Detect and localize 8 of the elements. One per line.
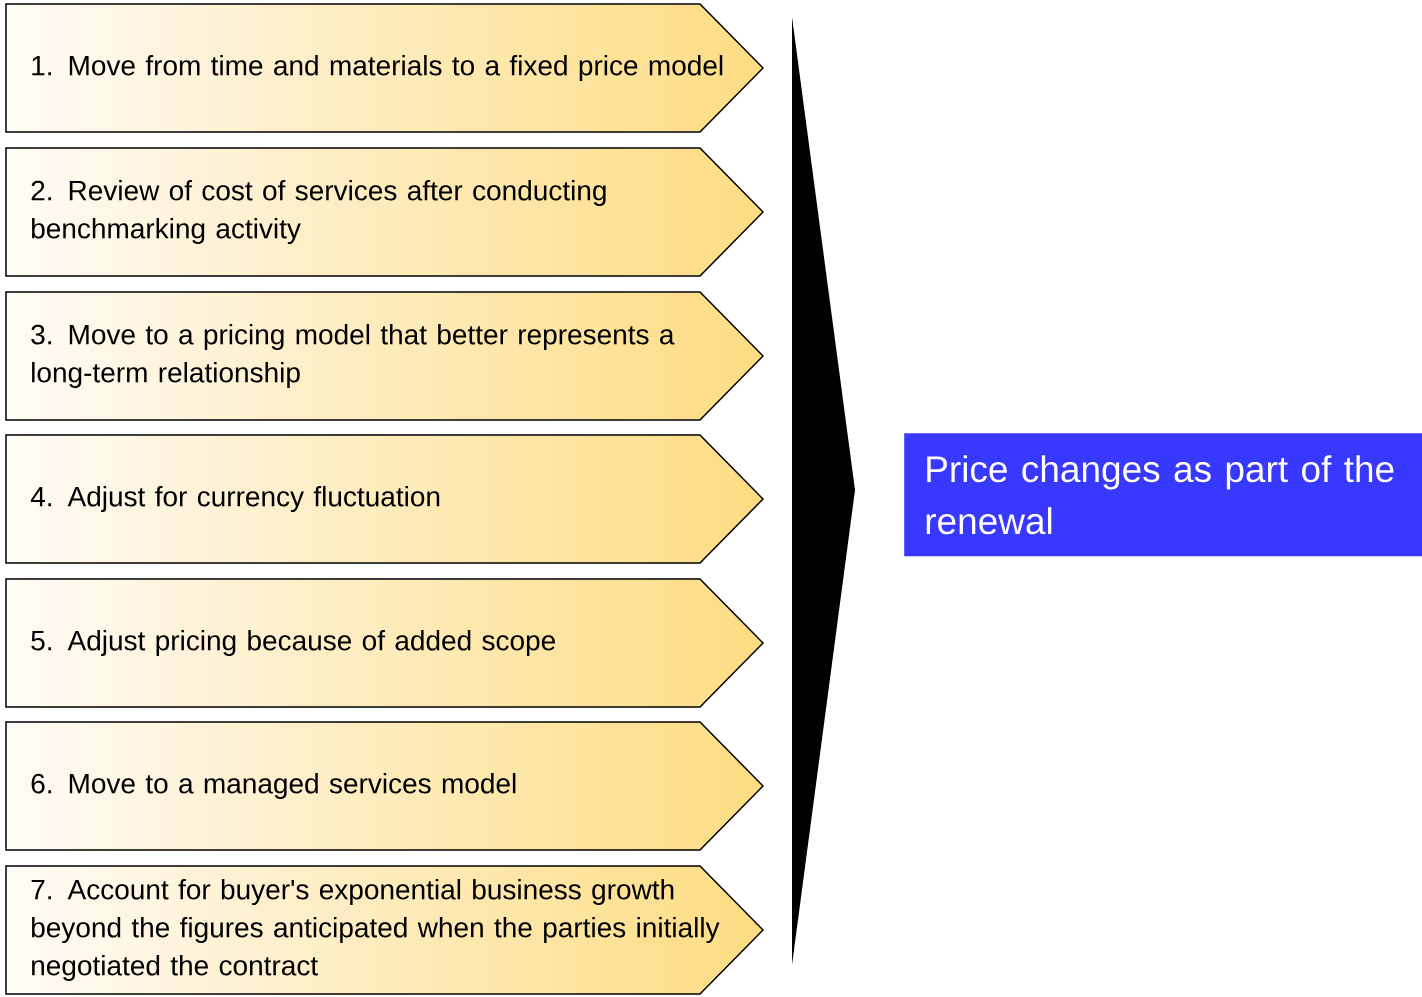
result-box: Price changes as part of the renewal xyxy=(904,433,1422,557)
arrow-box: 4. Adjust for currency fluctuation xyxy=(5,434,765,564)
arrow-box: 5. Adjust pricing because of added scope xyxy=(5,578,765,708)
arrow-box: 3. Move to a pricing model that better represents a long-term relationship xyxy=(5,291,765,421)
arrow-box: 6. Move to a managed services model xyxy=(5,721,765,851)
arrow-box: 2. Review of cost of services after conducting benchmarking activity xyxy=(5,147,765,277)
arrow-box: 1. Move from time and materials to a fixed price model xyxy=(5,3,765,133)
arrow-box: 7. Account for buyer's exponential business growth beyond the figures anticipated when the parties initially negotiated the contract xyxy=(5,865,765,995)
